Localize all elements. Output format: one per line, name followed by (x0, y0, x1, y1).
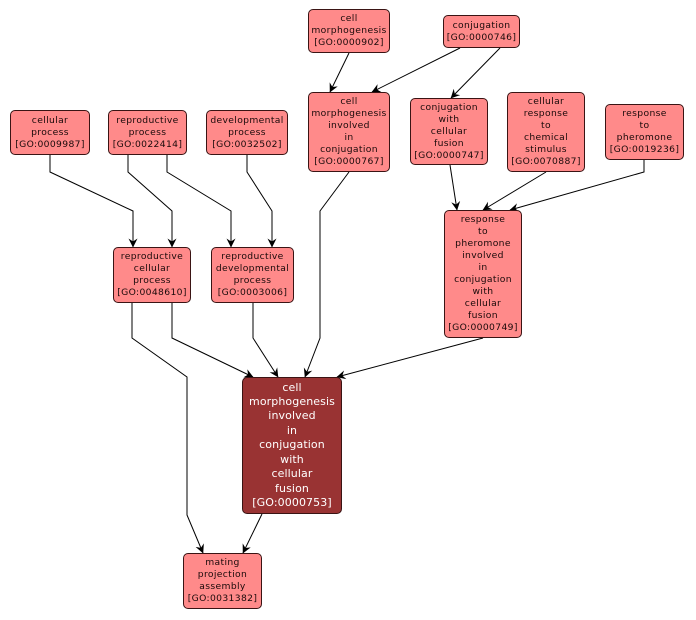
go-term-label-line: stimulus (525, 144, 567, 155)
go-term-label-line: pheromone (455, 238, 511, 249)
go-term-id: [GO:0032502] (212, 138, 282, 150)
go-term-label-line: conjugation (452, 19, 511, 31)
go-term-label-line: in (286, 423, 298, 437)
go-term-label-line: response (460, 214, 506, 225)
go-term-label-line: reproductive (221, 251, 284, 262)
go-term-label-line: morphogenesis (249, 395, 335, 409)
go-term-label-line: response (523, 108, 569, 119)
go-term-label-line: involved (328, 120, 370, 131)
go-term-label-line: with (472, 286, 494, 297)
edge-go-0000747-to-go-0000749 (449, 164, 461, 211)
go-term-label-line: conjugation (320, 144, 378, 155)
edge-go-0000746-to-go-0000767 (371, 47, 461, 93)
go-term-label-line: to (478, 226, 488, 237)
go-term-label-line: cellular (464, 298, 502, 309)
go-term-label-line: conjugation (420, 101, 478, 113)
go-term-label-line: projection (197, 569, 248, 580)
edge-go-0000753-to-go-0031382 (242, 513, 263, 554)
go-term-label-line: cell (282, 380, 302, 394)
go-term-label-line: response (622, 108, 667, 119)
go-term-label-line: cell (340, 96, 358, 107)
go-term-label-line: process (133, 275, 171, 286)
go-term-label-line: morphogenesis (311, 25, 387, 36)
go-term-label-line: cellular (31, 114, 69, 126)
edge-go-0048610-to-go-0031382 (131, 303, 204, 554)
edge-go-0000767-to-go-0000753 (303, 171, 350, 378)
go-term-id: [GO:0000746] (446, 31, 517, 43)
go-term-node-conjugation[interactable]: conjugation[GO:0000746] (443, 15, 520, 48)
edge-go-0003006-to-go-0000753 (252, 303, 279, 378)
go-term-label-line: mating (205, 557, 240, 568)
go-term-id: [GO:0000753] (252, 495, 332, 509)
go-term-id: [GO:0000767] (314, 156, 384, 167)
edge-go-0000902-to-go-0000767 (329, 52, 350, 93)
go-term-label-line: to (541, 120, 551, 131)
go-term-id: [GO:0000747] (414, 149, 484, 161)
go-term-label-line: conjugation (259, 438, 325, 452)
go-term-label-line: to (639, 120, 650, 131)
go-term-label-line: process (233, 275, 272, 286)
go-term-id: [GO:0070887] (511, 156, 581, 167)
go-term-label-line: assembly (199, 581, 246, 592)
go-term-label-line: pheromone (616, 132, 673, 143)
edge-go-0048610-to-go-0000753 (171, 303, 254, 378)
go-term-label-line: cell (340, 13, 358, 24)
go-term-label-line: fusion (275, 481, 309, 495)
edge-go-0032502-to-go-0003006 (246, 155, 277, 248)
go-term-label-line: fusion (434, 137, 464, 149)
go-term-id: [GO:0031382] (187, 593, 258, 604)
go-term-label-line: developmental (210, 114, 284, 126)
go-term-label-line: conjugation (454, 274, 512, 285)
go-term-label-line: in (344, 132, 354, 143)
go-term-label-line: morphogenesis (311, 108, 387, 119)
go-term-label-line: developmental (215, 263, 290, 274)
go-term-label-line: involved (268, 409, 316, 423)
go-term-id: [GO:0048610] (117, 287, 187, 298)
go-term-id: [GO:0003006] (217, 287, 288, 298)
go-term-label-line: process (31, 126, 69, 138)
go-term-label-line: cellular (271, 467, 313, 481)
go-term-id: [GO:0009987] (15, 138, 85, 150)
go-term-label-line: process (228, 126, 266, 138)
edge-go-0070887-to-go-0000749 (482, 171, 547, 211)
go-term-label-line: reproductive (120, 251, 184, 262)
go-term-label-line: cellular (133, 263, 171, 274)
go-term-id: [GO:0022414] (112, 138, 183, 150)
edge-go-0022414-to-go-0048610 (127, 155, 177, 248)
edge-go-0022414-to-go-0003006 (166, 155, 236, 248)
go-term-label-line: involved (462, 250, 504, 261)
go-term-id: [GO:0000749] (448, 322, 518, 333)
go-term-label-line: chemical (523, 132, 569, 143)
edge-go-0000749-to-go-0000753 (336, 337, 484, 380)
go-term-label-line: with (280, 452, 304, 466)
go-term-id: [GO:0019236] (609, 144, 680, 155)
go-term-label-line: in (478, 262, 488, 273)
edge-go-0000746-to-go-0000747 (450, 47, 501, 99)
go-term-label-line: process (128, 126, 167, 138)
edge-go-0009987-to-go-0048610 (49, 155, 138, 248)
go-term-label-line: fusion (468, 310, 498, 321)
go-term-label-line: with (438, 113, 460, 125)
go-term-id: [GO:0000902] (314, 37, 384, 48)
go-term-label-line: reproductive (116, 114, 179, 126)
go-term-label-line: cellular (430, 125, 468, 137)
go-term-label-line: cellular (527, 96, 565, 107)
